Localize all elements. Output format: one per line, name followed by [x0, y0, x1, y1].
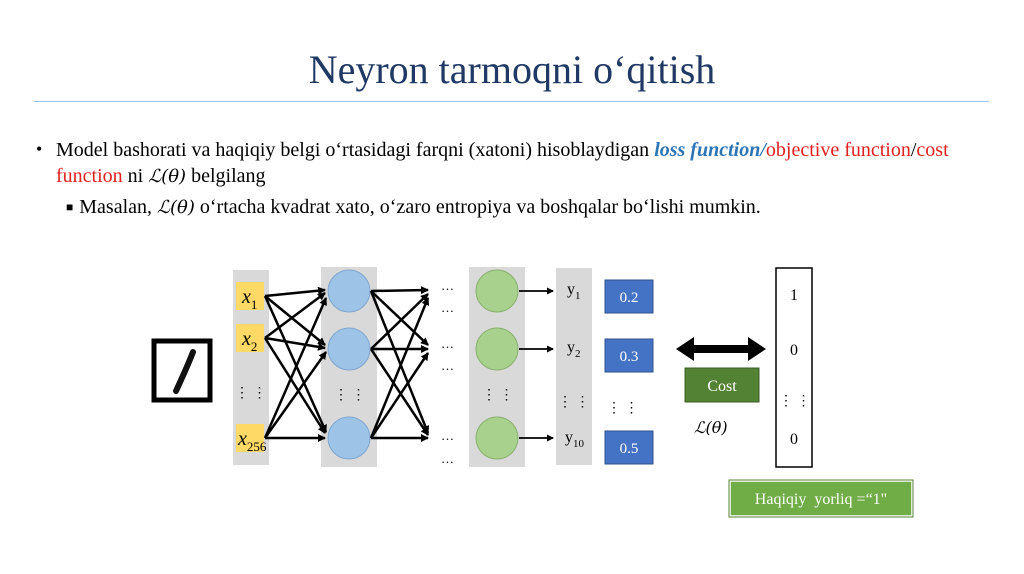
title-divider	[34, 101, 989, 102]
loss-symbol: ℒ(θ)	[148, 166, 187, 187]
input-x2-box	[236, 324, 264, 352]
prediction-value-1: 0.2	[620, 290, 639, 306]
bullet-1-text-b: ni	[122, 165, 149, 187]
target-vector: 1 0 ⋮ ⋮ 0	[775, 267, 813, 468]
output-y1-label: y1	[567, 281, 581, 302]
ellipsis-1a: …	[441, 278, 454, 293]
ellipsis-3b: …	[441, 451, 454, 466]
hidden2-node-1	[475, 269, 519, 313]
bullet-2: ■ Masalan, ℒ(θ) o‘rtacha kvadrat xato, o‘…	[66, 194, 966, 222]
ellipsis-2b: …	[441, 358, 454, 373]
bullet-square: ■	[66, 200, 74, 214]
prediction-vdots: ⋮ ⋮	[607, 401, 639, 416]
hidden2-node-3	[475, 416, 519, 460]
prediction-box-2: 0.3	[604, 338, 654, 373]
hidden1-node-2	[327, 327, 371, 371]
ellipsis-3a: …	[441, 428, 454, 443]
bullet-dot: •	[36, 139, 43, 159]
hidden1-node-3	[327, 416, 371, 460]
target-value-2: 0	[790, 342, 798, 359]
bullet-1-text: Model bashorati va haqiqiy belgi o‘rtasi…	[56, 137, 976, 190]
cost-label: Cost	[707, 378, 737, 395]
input-x1-box	[236, 282, 264, 310]
input-x256-label: x256	[237, 428, 267, 454]
loss-symbol-2: ℒ(θ)	[157, 197, 195, 218]
cost-function-term: cost function	[56, 139, 949, 187]
prediction-box-1: 0.2	[604, 279, 654, 314]
input-hidden1-connections	[263, 286, 328, 442]
slide-title: Neyron tarmoqni o‘qitish	[308, 47, 716, 92]
prediction-box-3: 0.5	[604, 430, 654, 465]
digit-image	[151, 338, 213, 403]
double-arrow	[676, 337, 766, 361]
hidden2-vdots: ⋮ ⋮	[482, 388, 514, 403]
hidden1-node-1	[327, 269, 371, 313]
target-vdots: ⋮ ⋮	[779, 394, 811, 409]
hidden1-vdots: ⋮ ⋮	[334, 388, 366, 403]
input-x1-label: x1	[241, 286, 257, 312]
input-vdots: ⋮ ⋮	[235, 386, 267, 401]
bullet-2-text-a: Masalan,	[79, 196, 158, 218]
output-y2-label: y2	[567, 339, 581, 360]
target-value-1: 1	[790, 287, 798, 304]
output-layer-bg	[556, 268, 592, 465]
true-label-box: Haqiqiy yorliq =“1"	[728, 479, 914, 518]
prediction-value-3: 0.5	[620, 441, 639, 457]
loss-function-term: loss function	[654, 139, 761, 161]
input-x2-label: x2	[241, 328, 257, 354]
target-value-3: 0	[790, 431, 798, 448]
bullet-1-text-a: Model bashorati va haqiqiy belgi o‘rtasi…	[56, 139, 655, 161]
cost-box: Cost	[684, 367, 760, 403]
input-x256-box	[236, 424, 264, 452]
bullet-1-text-c: belgilang	[186, 165, 266, 187]
hidden2-node-2	[475, 327, 519, 371]
hidden2-output-connections	[519, 287, 554, 442]
loss-symbol-diagram: ℒ(θ)	[694, 418, 728, 437]
slash-1: /	[760, 139, 766, 161]
objective-function-term: objective function	[765, 139, 911, 161]
output-y10-label: y10	[565, 429, 585, 450]
ellipsis-2a: …	[441, 336, 454, 351]
prediction-value-2: 0.3	[620, 349, 639, 365]
ellipsis-1b: …	[441, 300, 454, 315]
bullet-2-text-b: o‘rtacha kvadrat xato, o‘zaro entropiya …	[194, 196, 761, 218]
slash-2: /	[910, 139, 917, 161]
true-label-text: Haqiqiy yorliq =“1"	[755, 491, 887, 508]
output-vdots: ⋮ ⋮	[558, 395, 590, 410]
hidden1-next-connections	[369, 286, 430, 442]
